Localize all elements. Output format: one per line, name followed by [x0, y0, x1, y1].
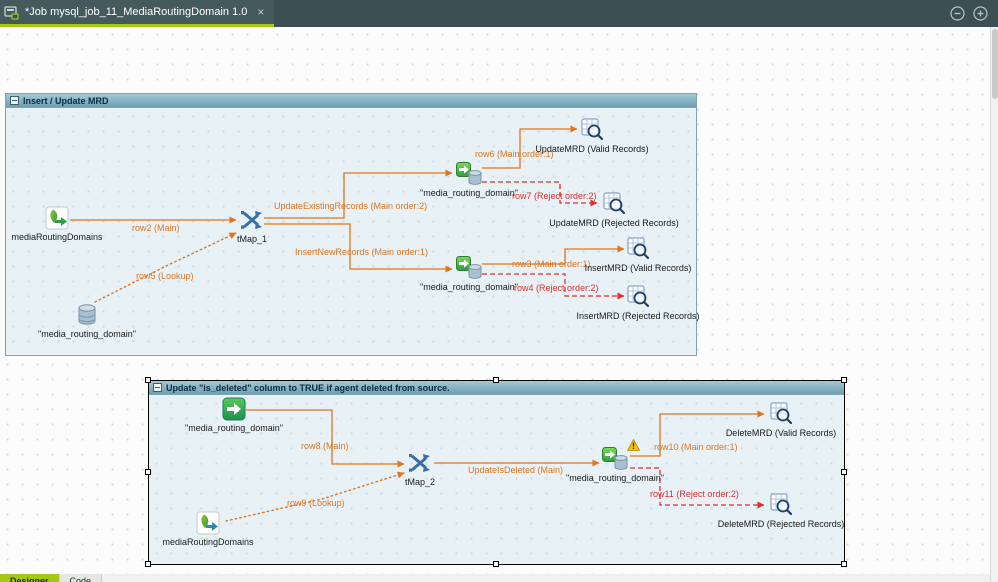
component-label: InsertMRD (Rejected Records)	[576, 311, 700, 321]
job-editor-tab[interactable]: *Job mysql_job_11_MediaRoutingDomain 1.0…	[0, 0, 275, 27]
component-insertmrd-valid[interactable]: InsertMRD (Valid Records)	[585, 237, 691, 273]
component-deletemrd-valid[interactable]: DeleteMRD (Valid Records)	[726, 402, 836, 438]
tab-code[interactable]: Code	[59, 574, 103, 582]
tmap-icon	[240, 208, 264, 232]
subjob-header[interactable]: Insert / Update MRD	[6, 94, 696, 108]
selection-handle[interactable]	[145, 561, 151, 567]
db-output-icon	[456, 162, 482, 186]
component-media-routing-domain-insert-output[interactable]: "media_routing_domain"	[420, 256, 518, 292]
db-output-icon	[456, 256, 482, 280]
job-icon	[4, 5, 19, 20]
collapse-subjob-icon[interactable]	[10, 96, 19, 105]
job-design-canvas[interactable]: Insert / Update MRD Update "is_deleted" …	[0, 27, 990, 574]
component-media-routing-domain-delete-output[interactable]: "media_routing_domain"	[566, 438, 664, 483]
logrow-magnifier-icon	[770, 493, 793, 516]
component-media-routing-domain-input[interactable]: "media_routing_domain"	[185, 397, 283, 433]
job-tab-title: *Job mysql_job_11_MediaRoutingDomain 1.0	[25, 6, 248, 18]
selection-handle[interactable]	[493, 377, 499, 383]
selection-handle[interactable]	[841, 469, 847, 475]
mongodb-input-icon	[45, 206, 69, 230]
close-tab-icon[interactable]: ×	[257, 5, 265, 19]
component-tmap-1[interactable]: tMap_1	[237, 208, 267, 244]
selection-handle[interactable]	[145, 377, 151, 383]
selection-handle[interactable]	[841, 377, 847, 383]
connection-label[interactable]: row9 (Lookup)	[287, 498, 345, 508]
logrow-magnifier-icon	[770, 402, 793, 425]
connection-label[interactable]: row10 (Main order:1)	[654, 442, 738, 452]
component-label: InsertMRD (Valid Records)	[584, 263, 692, 273]
logrow-magnifier-icon	[603, 192, 626, 215]
component-label: "media_routing_domain"	[38, 329, 136, 339]
subjob-title: Update "is_deleted" column to TRUE if ag…	[166, 382, 450, 393]
minimize-view-icon[interactable]	[950, 6, 965, 26]
tab-designer-label: Designer	[10, 576, 49, 582]
db-input-icon	[222, 397, 246, 421]
component-deletemrd-rejected[interactable]: DeleteMRD (Rejected Records)	[718, 493, 844, 529]
component-mediaroutingdomains-1[interactable]: mediaRoutingDomains	[11, 206, 103, 242]
connection-label[interactable]: row11 (Reject order:2)	[650, 489, 739, 499]
component-label: UpdateMRD (Valid Records)	[535, 144, 649, 154]
view-controls	[950, 6, 988, 26]
logrow-magnifier-icon	[581, 118, 604, 141]
connection-label[interactable]: row5 (Lookup)	[136, 271, 194, 281]
connection-label[interactable]: InsertNewRecords (Main order:1)	[295, 247, 429, 257]
scrollbar-thumb[interactable]	[992, 29, 998, 99]
logrow-magnifier-icon	[627, 285, 650, 308]
component-label: tMap_1	[236, 234, 268, 244]
connection-label[interactable]: row3 (Main order:1)	[512, 259, 591, 269]
component-insertmrd-rejected[interactable]: InsertMRD (Rejected Records)	[576, 285, 700, 321]
selection-handle[interactable]	[145, 469, 151, 475]
collapse-subjob-icon[interactable]	[153, 383, 162, 392]
vertical-scrollbar[interactable]	[990, 27, 998, 582]
component-mediaroutingdomains-2[interactable]: mediaRoutingDomains	[162, 511, 254, 547]
component-label: "media_routing_domain"	[566, 473, 664, 483]
component-label: "media_routing_domain"	[420, 188, 518, 198]
component-updatemrd-valid[interactable]: UpdateMRD (Valid Records)	[535, 118, 649, 154]
component-updatemrd-rejected[interactable]: UpdateMRD (Rejected Records)	[549, 192, 679, 228]
db-output-icon	[602, 447, 628, 471]
component-label: DeleteMRD (Rejected Records)	[717, 519, 845, 529]
connection-label[interactable]: row7 (Reject order:2)	[512, 191, 597, 201]
component-label: DeleteMRD (Valid Records)	[725, 428, 837, 438]
mongodb-input-icon	[196, 511, 220, 535]
connection-label[interactable]: row8 (Main)	[301, 441, 349, 451]
tab-designer[interactable]: Designer	[0, 574, 60, 582]
component-label: tMap_2	[404, 477, 436, 487]
connection-label[interactable]: row2 (Main)	[132, 223, 180, 233]
editor-bottom-tabs: Designer Code	[0, 574, 990, 582]
editor-tab-bar: *Job mysql_job_11_MediaRoutingDomain 1.0…	[0, 0, 998, 27]
tmap-icon	[408, 451, 432, 475]
connection-label[interactable]: UpdateExistingRecords (Main order:2)	[274, 201, 428, 211]
component-media-routing-domain-update-output[interactable]: "media_routing_domain"	[420, 162, 518, 198]
component-label: "media_routing_domain"	[185, 423, 283, 433]
component-label: mediaRoutingDomains	[11, 232, 103, 242]
database-icon	[76, 303, 98, 327]
selection-handle[interactable]	[493, 561, 499, 567]
component-label: "media_routing_domain"	[420, 282, 518, 292]
maximize-view-icon[interactable]	[973, 6, 988, 26]
logrow-magnifier-icon	[627, 237, 650, 260]
component-media-routing-domain-lookup[interactable]: "media_routing_domain"	[38, 303, 136, 339]
selection-handle[interactable]	[841, 561, 847, 567]
subjob-title: Insert / Update MRD	[23, 95, 109, 106]
warning-icon	[626, 438, 641, 451]
component-label: UpdateMRD (Rejected Records)	[549, 218, 679, 228]
component-label: mediaRoutingDomains	[162, 537, 254, 547]
connection-label[interactable]: UpdateIsDeleted (Main)	[468, 465, 564, 475]
tab-code-label: Code	[69, 576, 92, 582]
connection-label[interactable]: row4 (Reject order:2)	[514, 283, 599, 293]
subjob-header[interactable]: Update "is_deleted" column to TRUE if ag…	[149, 381, 844, 395]
component-tmap-2[interactable]: tMap_2	[405, 451, 435, 487]
